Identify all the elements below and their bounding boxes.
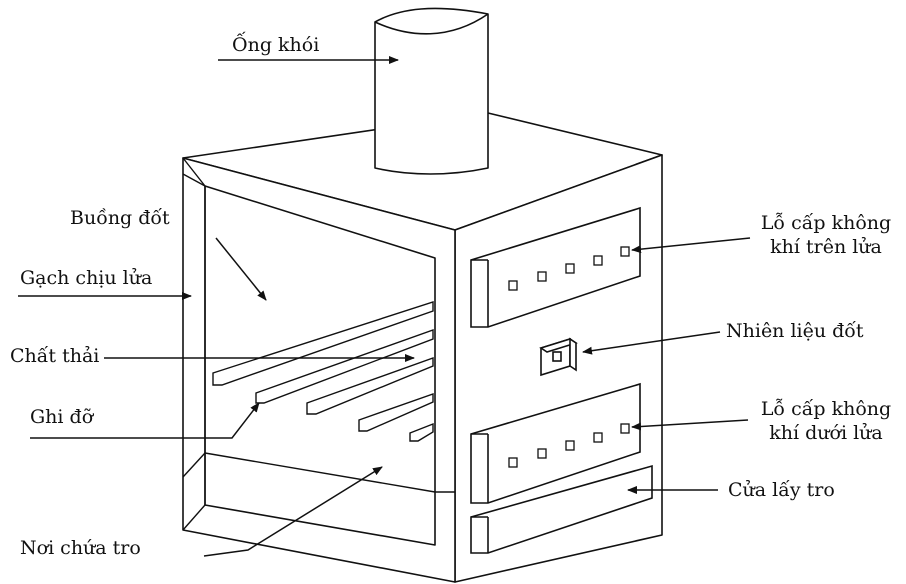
label-lower-air-holes: Lỗ cấp không khí dưới lửa — [752, 398, 900, 446]
label-lower-air-line2: khí dưới lửa — [769, 421, 883, 444]
label-ash-door: Cửa lấy tro — [728, 479, 835, 501]
label-upper-air-line1: Lỗ cấp không — [760, 212, 892, 234]
label-ash-storage: Nơi chứa tro — [20, 537, 141, 559]
label-grate: Ghi đỡ — [30, 406, 94, 428]
label-refractory-brick: Gạch chịu lửa — [20, 267, 153, 289]
arrow-grate — [30, 402, 260, 439]
air-holes — [508, 246, 630, 468]
label-fuel: Nhiên liệu đốt — [726, 320, 864, 342]
arrow-lower-air — [631, 419, 749, 431]
arrow-ash-storage — [203, 466, 383, 557]
upper-air-panel — [470, 206, 641, 328]
label-upper-air-line2: khí trên lửa — [770, 235, 882, 258]
lower-air-panel — [470, 382, 641, 504]
label-chimney: Ống khói — [232, 34, 320, 56]
label-waste: Chất thải — [10, 345, 100, 367]
arrow-upper-air — [631, 237, 751, 254]
chimney — [374, 7, 489, 175]
label-upper-air-holes: Lỗ cấp không khí trên lửa — [752, 212, 900, 260]
arrow-fuel — [582, 331, 721, 355]
grate-bars — [212, 301, 434, 442]
arrow-combustion-chamber — [215, 237, 267, 301]
ash-door-panel — [470, 464, 653, 554]
label-combustion-chamber: Buồng đốt — [70, 207, 170, 229]
label-lower-air-line1: Lỗ cấp không — [760, 398, 892, 420]
